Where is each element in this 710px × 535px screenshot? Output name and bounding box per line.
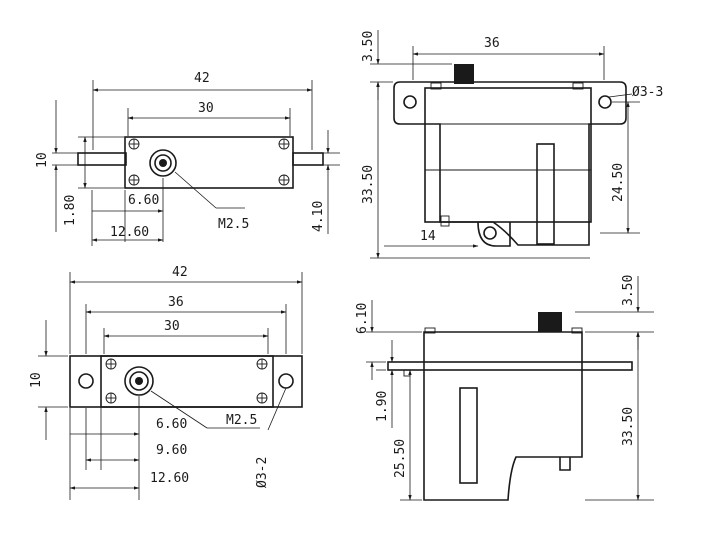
front-view-flange-h-label: 6.10	[355, 303, 370, 334]
top-view-height-label: 10	[35, 152, 50, 168]
bottom-view-holes-label: 30	[164, 319, 180, 334]
bottom-view-width2-label: 36	[168, 295, 184, 310]
front-view-top-h-label: 3.50	[621, 275, 636, 306]
side-view-case	[424, 87, 592, 223]
front-view-height-label: 33.50	[621, 407, 636, 446]
top-view: 42 30 10 1.80 6.60 12.60 M2.5 4.10	[35, 71, 340, 246]
side-view-lower-tab	[477, 221, 511, 247]
side-view-hole-h-label: 24.50	[611, 163, 626, 202]
side-view-top-h-label: 3.50	[361, 31, 376, 62]
top-view-right-flange	[292, 152, 324, 166]
screw-icon	[278, 138, 290, 150]
bottom-view: 42 36 30 10 6.60 9.60 12.60 M2.5 Ø3-2	[29, 265, 303, 500]
screw-icon	[256, 392, 268, 404]
side-view-right-hole	[598, 95, 612, 109]
side-view-hole-label: Ø3-3	[632, 85, 663, 100]
bottom-view-width-label: 42	[172, 265, 188, 280]
front-view-case	[423, 331, 583, 501]
screw-icon	[256, 358, 268, 370]
bottom-view-shaft-x3-label: 12.60	[150, 471, 189, 486]
screw-icon	[278, 174, 290, 186]
top-view-holes-label: 30	[198, 101, 214, 116]
front-view: 3.50 33.50 6.10 1.90 25.50	[355, 275, 654, 501]
top-view-shaft-x-label: 6.60	[128, 193, 159, 208]
top-view-right-offset-label: 4.10	[311, 201, 326, 232]
front-view-spline	[538, 312, 562, 332]
bottom-view-right-hole	[278, 373, 294, 389]
screw-icon	[128, 174, 140, 186]
side-view-ears-flange	[393, 81, 627, 246]
top-view-width-label: 42	[194, 71, 210, 86]
front-view-lower-h-label: 25.50	[393, 439, 408, 478]
bottom-view-screw-label: M2.5	[226, 413, 257, 428]
side-view-bottom-off-label: 14	[420, 229, 436, 244]
front-view-label-slot	[459, 387, 478, 484]
bottom-view-left-hole	[78, 373, 94, 389]
top-view-offset-left-label: 1.80	[63, 195, 78, 226]
bottom-view-body	[100, 355, 274, 408]
side-view-spline	[454, 64, 474, 84]
side-view-label-slot	[536, 143, 555, 245]
side-view: 36 3.50 33.50 14 24.50 Ø3-3	[361, 30, 663, 259]
top-view-left-flange	[77, 152, 127, 166]
top-view-screw-label: M2.5	[218, 217, 249, 232]
screw-icon	[105, 358, 117, 370]
bottom-view-height-label: 10	[29, 372, 44, 388]
front-view-flange-t-label: 1.90	[375, 391, 390, 422]
output-shaft-icon	[124, 366, 154, 396]
bottom-view-hole-label: Ø3-2	[255, 457, 270, 488]
bottom-view-shaft-x2-label: 9.60	[156, 443, 187, 458]
top-view-body	[124, 136, 294, 189]
output-shaft-icon	[149, 149, 177, 177]
screw-icon	[105, 392, 117, 404]
side-view-height-label: 33.50	[361, 165, 376, 204]
screw-icon	[128, 138, 140, 150]
side-view-width-label: 36	[484, 36, 500, 51]
bottom-view-shaft-x-label: 6.60	[156, 417, 187, 432]
side-view-left-hole	[403, 95, 417, 109]
top-view-shaft-x2-label: 12.60	[110, 225, 149, 240]
